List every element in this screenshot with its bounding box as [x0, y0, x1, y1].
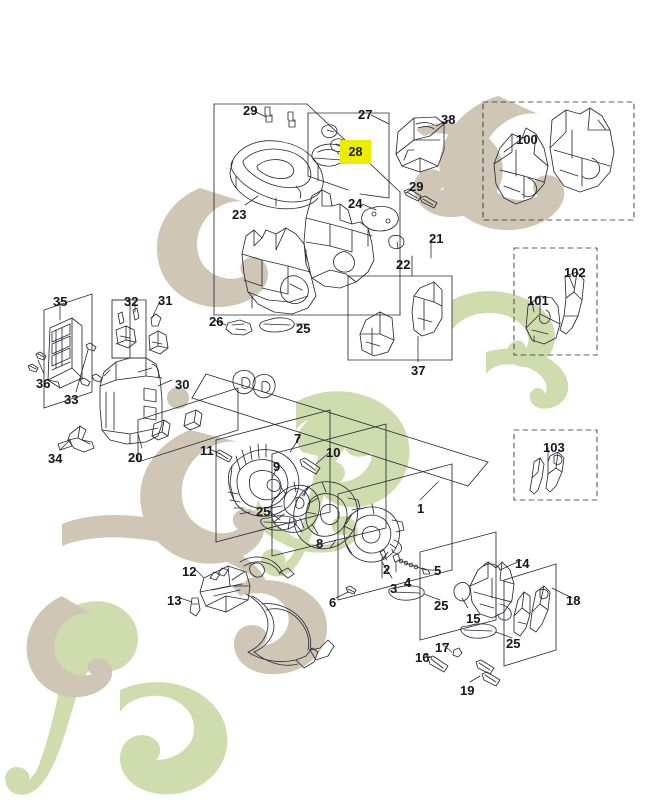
- callout-35: 35: [53, 294, 68, 309]
- callout-10: 10: [326, 445, 341, 460]
- part-16-screw: [427, 655, 449, 673]
- part-37-shell-b: [359, 311, 395, 357]
- part-35-air-filter: [47, 317, 83, 389]
- callout-31: 31: [158, 293, 173, 308]
- callout-24: 24: [348, 196, 363, 211]
- part-25-gasket-a: [259, 317, 295, 333]
- callout-17: 17: [435, 640, 450, 655]
- part-36-screws: [27, 351, 47, 373]
- callout-100: 100: [516, 132, 538, 147]
- callout-27: 27: [358, 107, 373, 122]
- optional-box-103: [513, 429, 598, 501]
- callout-38: 38: [441, 112, 456, 127]
- part-27-cap: [311, 143, 346, 167]
- callout-22: 22: [396, 257, 411, 272]
- part-33-screws: [79, 342, 103, 387]
- part-37-shell-a: [411, 281, 443, 337]
- part-26-clip: [225, 319, 253, 336]
- callout-103: 103: [543, 440, 565, 455]
- part-25-gasket-c: [388, 585, 425, 601]
- callout-102: 102: [564, 265, 586, 280]
- callout-7: 7: [294, 431, 302, 446]
- part-32-parts: [115, 307, 140, 349]
- part-29-screw-top-b: [287, 111, 296, 128]
- callout-25a: 25: [296, 321, 311, 336]
- callout-16: 16: [415, 650, 430, 665]
- group-frame-18: [503, 563, 557, 667]
- callout-26: 26: [209, 314, 224, 329]
- part-22-ring: [388, 234, 405, 250]
- callout-13: 13: [167, 593, 182, 608]
- part-15-oring: [453, 581, 471, 602]
- callout-30: 30: [175, 377, 190, 392]
- highlighted-callout-28[interactable]: 28: [340, 140, 371, 164]
- callout-29a: 29: [243, 103, 258, 118]
- part-17-nut: [452, 647, 463, 658]
- callout-14: 14: [515, 556, 530, 571]
- callout-8: 8: [316, 536, 324, 551]
- callout-4: 4: [404, 575, 412, 590]
- callout-23: 23: [232, 207, 247, 222]
- callout-37: 37: [411, 363, 426, 378]
- part-34-tool: [57, 425, 95, 453]
- part-18-shield: [513, 585, 551, 637]
- callout-20: 20: [128, 450, 143, 465]
- callout-3: 3: [390, 581, 398, 596]
- callout-6: 6: [329, 595, 337, 610]
- part-103-levers: [529, 451, 565, 495]
- callout-34: 34: [48, 451, 63, 466]
- callout-36: 36: [36, 376, 51, 391]
- callout-25c: 25: [434, 598, 449, 613]
- callout-29b: 29: [409, 179, 424, 194]
- part-31-parts: [148, 313, 169, 355]
- part-29-screw-top-a: [264, 106, 273, 123]
- callout-15: 15: [466, 611, 481, 626]
- callout-9: 9: [273, 459, 281, 474]
- part-102-bracket: [559, 271, 585, 335]
- callout-18: 18: [566, 593, 581, 608]
- part-27-grommet: [321, 124, 338, 139]
- part-25-gasket-d: [460, 623, 497, 639]
- callout-5: 5: [434, 563, 442, 578]
- part-6-screw: [345, 585, 357, 595]
- callout-32: 32: [124, 294, 139, 309]
- callout-2: 2: [383, 562, 391, 577]
- callout-25b: 25: [256, 504, 271, 519]
- part-13-screw: [189, 597, 201, 617]
- part-24-crankcase: [303, 189, 375, 289]
- callout-19: 19: [460, 683, 475, 698]
- part-19-screws: [475, 659, 501, 687]
- callout-12: 12: [182, 564, 197, 579]
- part-24-oval: [361, 206, 399, 232]
- callout-1a: 1: [417, 501, 425, 516]
- callout-33: 33: [64, 392, 79, 407]
- part-14-muffler: [469, 561, 515, 621]
- part-bearings-pair: [232, 370, 276, 399]
- callout-21: 21: [429, 231, 444, 246]
- callout-101: 101: [527, 293, 549, 308]
- part-4-studs: [392, 553, 431, 575]
- callout-25d: 25: [506, 636, 521, 651]
- callout-11: 11: [200, 443, 214, 458]
